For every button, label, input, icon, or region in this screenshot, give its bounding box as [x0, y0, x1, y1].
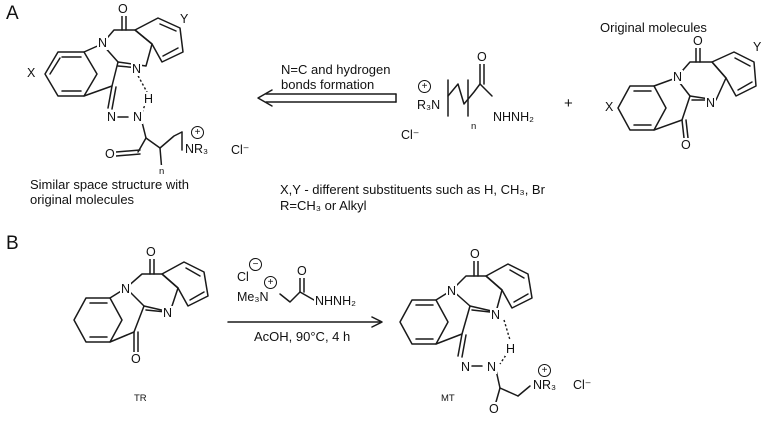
panel-a-label: A: [6, 3, 19, 24]
product-a-chloride: Cl⁻: [230, 143, 251, 157]
tr-nitrogen-ring: N: [120, 282, 132, 296]
original-molecules-caption: Original molecules: [600, 20, 707, 35]
reagent-b-chloride: Cl: [236, 270, 250, 284]
product-a-amide-oxygen: O: [104, 147, 116, 161]
product-a-nr3: NR₃: [184, 142, 210, 156]
reagent-b-me3n: Me₃N: [236, 290, 270, 304]
mt-nitrogen-imine: N: [490, 308, 502, 322]
reagent-a-n-index: n: [470, 120, 478, 134]
product-a-hydrazone-n2: N: [132, 110, 144, 124]
tr-nitrogen-imine: N: [162, 306, 174, 320]
reagent-a-oxygen: O: [476, 50, 488, 64]
product-a-structure: [44, 11, 184, 173]
product-a-y-substituent: Y: [179, 12, 190, 26]
mt-hydrazone-n1: N: [460, 360, 472, 374]
reagent-b-oxygen: O: [296, 264, 308, 278]
original-y-substituent: Y: [752, 40, 763, 54]
product-a-hydrazone-n1: N: [106, 110, 118, 124]
mt-amide-oxygen: O: [488, 402, 500, 416]
panel-b-label: B: [6, 233, 19, 254]
mt-hydrazone-n2: N: [486, 360, 498, 374]
reagent-a-structure: [447, 61, 493, 117]
mt-positive-charge: +: [538, 364, 551, 377]
reagent-a-r3n: R₃N: [416, 98, 442, 112]
mt-oxygen-top: O: [469, 247, 481, 261]
original-oxygen-bottom: O: [680, 138, 692, 152]
product-a-ring-nitrogen: N: [97, 36, 109, 50]
reagent-a-hydrazide: NHNH₂: [492, 110, 535, 124]
mt-name: MT: [440, 392, 456, 406]
reagent-b-negative-charge: −: [249, 258, 262, 271]
product-a-hydrogen: H: [143, 92, 155, 106]
mt-hydrogen: H: [505, 342, 517, 356]
original-oxygen-top: O: [692, 34, 704, 48]
original-nitrogen-imine: N: [705, 96, 717, 110]
product-a-n-index: n: [158, 165, 166, 179]
tr-name: TR: [133, 392, 148, 406]
original-nitrogen-ring: N: [672, 70, 684, 84]
product-a-positive-charge: +: [191, 126, 204, 139]
original-x-substituent: X: [604, 100, 615, 114]
tr-oxygen-bottom: O: [130, 352, 142, 366]
similar-caption-line1: Similar space structure with: [30, 177, 189, 192]
reverse-arrow: [257, 89, 397, 107]
reagent-a-chloride: Cl⁻: [400, 128, 421, 142]
arrow-label-line1: N=C and hydrogen: [281, 62, 391, 77]
mt-nr3: NR₃: [532, 378, 558, 392]
reagent-a-positive-charge: +: [418, 80, 431, 93]
product-a-oxygen: O: [117, 2, 129, 16]
reagent-b-positive-charge: +: [264, 276, 277, 289]
product-a-x-substituent: X: [26, 66, 37, 80]
mt-chloride: Cl⁻: [572, 378, 593, 392]
arrow-label-line2: bonds formation: [281, 77, 375, 92]
forward-arrow: [227, 275, 383, 328]
condition-text: AcOH, 90°C, 4 h: [254, 329, 351, 344]
tr-structure: [73, 255, 209, 353]
reagent-b-hydrazide: NHNH₂: [314, 294, 357, 308]
substituents-note: X,Y - different substituents such as H, …: [280, 182, 545, 197]
r-definition: R=CH₃ or Alkyl: [280, 198, 367, 213]
tr-oxygen-top: O: [145, 245, 157, 259]
similar-caption-line2: original molecules: [30, 192, 135, 207]
mt-nitrogen-ring: N: [446, 284, 458, 298]
mt-structure: [399, 257, 533, 403]
original-molecule-structure: [617, 43, 757, 139]
product-a-imine-nitrogen: N: [131, 62, 143, 76]
plus-sign: +: [564, 95, 573, 112]
